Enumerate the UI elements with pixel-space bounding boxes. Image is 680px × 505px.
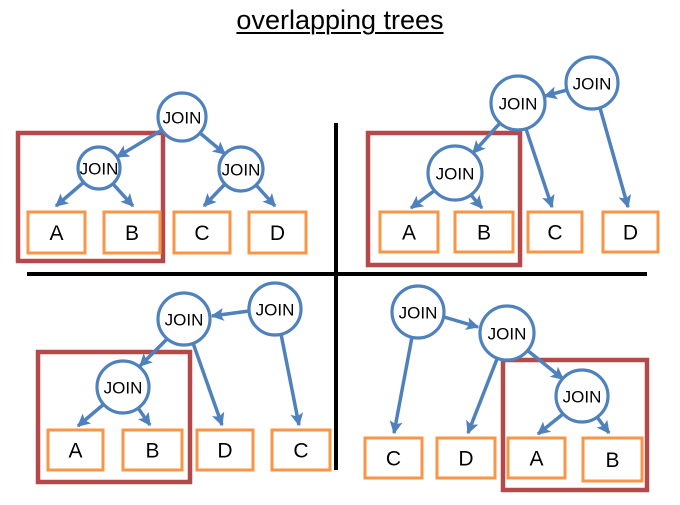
leaf-label: C	[194, 222, 209, 245]
title-bar: overlapping trees	[0, 5, 680, 36]
leaf-label: D	[623, 222, 638, 245]
join-node-label: JOIN	[499, 95, 538, 114]
join-node-circle	[95, 359, 151, 415]
leaf-label: B	[605, 449, 619, 472]
join-node-label: JOIN	[222, 161, 261, 180]
edge-arrow	[115, 128, 163, 159]
leaf-box	[102, 210, 162, 255]
join-node-label: JOIN	[165, 311, 204, 330]
leaf-box	[435, 436, 497, 480]
leaf-box	[378, 210, 440, 254]
join-node-label: JOIN	[256, 301, 295, 320]
leaf-box	[270, 428, 332, 472]
join-node-label: JOIN	[563, 388, 602, 407]
leaf-box	[26, 210, 87, 255]
leaf-box	[46, 428, 105, 472]
join-node-circle	[156, 91, 208, 143]
leaf-label: C	[293, 440, 308, 463]
quadrant-bottom-right: JOIN JOIN JOIN C D A B	[363, 284, 650, 493]
leaf-label: B	[477, 222, 491, 245]
leaf-label: A	[529, 448, 543, 471]
highlight-box	[15, 130, 166, 264]
leaf-label: C	[547, 222, 562, 245]
leaf-box	[601, 210, 660, 254]
edge-arrow	[138, 337, 169, 368]
edge-arrow	[210, 307, 250, 321]
leaf-label: A	[402, 222, 416, 245]
leaf-label: B	[145, 440, 159, 463]
leaf-box	[121, 428, 184, 472]
leaf-label: C	[386, 448, 401, 471]
join-node-circle	[426, 144, 484, 202]
highlight-box	[500, 357, 650, 493]
edge-arrow	[525, 348, 565, 381]
join-node-label: JOIN	[104, 379, 143, 398]
edge-arrow	[466, 358, 499, 435]
join-node-label: JOIN	[573, 75, 612, 94]
join-node-circle	[564, 55, 620, 111]
edge-arrow	[111, 182, 135, 208]
edge-arrow	[443, 315, 480, 330]
leaf-box	[506, 436, 567, 480]
quadrant-top-left: JOIN JOIN JOIN A B C D	[15, 91, 308, 264]
join-node-label: JOIN	[488, 325, 527, 344]
leaf-box	[453, 210, 515, 254]
join-node-label: JOIN	[399, 304, 438, 323]
quadrant-top-right: JOIN JOIN JOIN A B C D	[365, 55, 660, 268]
leaf-label: D	[270, 222, 285, 245]
leaf-label: A	[49, 222, 63, 245]
edge-arrow	[598, 107, 632, 209]
edge-arrow	[409, 189, 436, 210]
edge-arrow	[524, 128, 555, 209]
leaf-box	[526, 210, 584, 254]
join-node-circle	[390, 284, 446, 340]
edge-arrow	[471, 121, 502, 155]
join-node-circle	[217, 145, 265, 193]
edge-arrow	[254, 183, 277, 208]
leaf-label: B	[125, 222, 139, 245]
leaf-label: D	[217, 440, 232, 463]
edge-arrow	[595, 415, 611, 435]
join-node-circle	[489, 74, 547, 132]
edge-arrow	[543, 86, 568, 100]
leaf-box	[363, 436, 424, 480]
join-node-label: JOIN	[163, 109, 202, 128]
edge-arrow	[279, 333, 304, 427]
edge-arrow	[536, 412, 565, 436]
quadrant-bottom-left: JOIN JOIN JOIN A B D C	[35, 281, 332, 485]
edge-arrow	[136, 406, 152, 427]
page-title: overlapping trees	[236, 5, 444, 35]
edge-arrow	[469, 193, 484, 210]
edge-arrow	[76, 402, 106, 428]
edge-arrow	[389, 336, 414, 435]
highlight-box	[35, 349, 193, 485]
leaf-label: D	[458, 448, 473, 471]
edge-arrow	[198, 131, 227, 156]
highlight-box	[365, 130, 523, 268]
join-node-label: JOIN	[80, 160, 119, 179]
join-node-circle	[156, 291, 212, 347]
leaf-box	[172, 210, 232, 255]
edge-arrow	[54, 180, 86, 208]
join-node-circle	[554, 368, 610, 424]
join-node-label: JOIN	[436, 165, 475, 184]
join-node-circle	[76, 145, 122, 191]
edge-arrow	[202, 182, 227, 208]
leaf-label: A	[68, 440, 82, 463]
leaf-box	[581, 436, 644, 483]
join-node-circle	[247, 281, 303, 337]
leaf-box	[195, 428, 255, 472]
join-node-circle	[478, 304, 536, 362]
leaf-box	[247, 210, 308, 255]
edge-arrow	[191, 342, 225, 427]
